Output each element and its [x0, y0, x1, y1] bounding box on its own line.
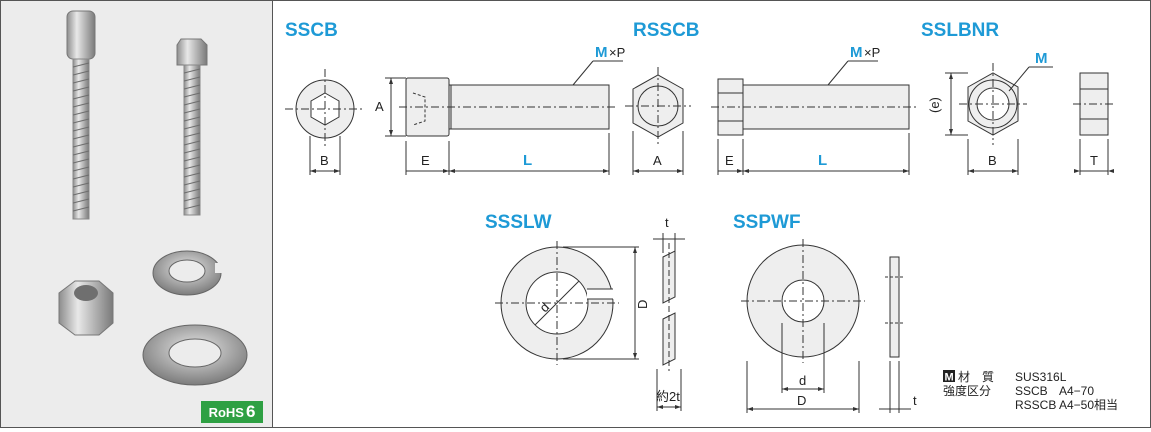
spec-row2-part: RSSCB: [1015, 398, 1056, 412]
dim-a-sscb: A: [375, 99, 384, 114]
dim-a-rsscb: A: [653, 153, 662, 168]
rohs-label: RoHS: [208, 405, 244, 420]
title-sscb: SSCB: [285, 20, 338, 41]
spec-row1-part: SSCB: [1015, 384, 1048, 398]
title-sslbnr: SSLBNR: [921, 20, 999, 41]
spec-strength-label: 強度区分: [943, 383, 991, 398]
sslbnr-end-view: [945, 63, 1053, 175]
dim-xp-sscb: ×P: [609, 45, 625, 60]
hex-bolt-photo: [176, 38, 208, 216]
title-ssslw: SSSLW: [485, 212, 552, 233]
dim-m-rsscb: M: [850, 44, 863, 61]
sscb-side-view: [385, 60, 623, 175]
spec-row2-value: A4−50相当: [1059, 398, 1118, 412]
dim-m-sscb: M: [595, 44, 608, 61]
product-photo: [58, 10, 248, 386]
title-rsscb: RSSCB: [633, 20, 700, 41]
rohs-number: 6: [245, 402, 256, 421]
spec-note: M 材 質 SUS316L 強度区分 SSCB A4−70 RSSCB A4−5…: [943, 369, 1118, 412]
ssslw-side-view: [653, 233, 685, 411]
rsscb-side-view: [711, 60, 918, 175]
dim-e-paren-sslbnr: (e): [927, 97, 942, 113]
technical-drawings: SSCB RSSCB SSLBNR SSSLW SSPWF B A E L M …: [285, 20, 1118, 413]
spec-row1-value: A4−70: [1059, 384, 1094, 398]
spec-material-value: SUS316L: [1015, 370, 1067, 384]
sspwf-front-view: [741, 239, 865, 413]
dim-b-sslbnr: B: [988, 153, 997, 168]
title-sspwf: SSPWF: [733, 212, 801, 233]
dim-t-sslbnr: T: [1090, 153, 1098, 168]
hex-nut-photo: [58, 280, 114, 336]
dim-2t-ssslw: 約2t: [656, 389, 680, 404]
sspwf-side-view: [879, 256, 911, 413]
dim-dd-ssslw: D: [635, 300, 650, 309]
cap-screw-photo: [66, 10, 96, 220]
dim-b-sscb: B: [320, 153, 329, 168]
spring-washer-photo: [152, 250, 223, 296]
dim-e-rsscb: E: [725, 153, 734, 168]
ssslw-front-view: [495, 241, 639, 365]
dim-l-sscb: L: [523, 152, 532, 169]
dim-d-sspwf: d: [799, 373, 806, 388]
sslbnr-side-view: [1073, 72, 1115, 175]
dim-e-sscb: E: [421, 153, 430, 168]
dim-t-ssslw: t: [665, 215, 669, 230]
flat-washer-photo: [142, 324, 248, 386]
spec-m-badge: M: [945, 372, 954, 384]
dim-l-rsscb: L: [818, 152, 827, 169]
dim-m-sslbnr: M: [1035, 50, 1048, 67]
rsscb-end-view: [625, 67, 691, 175]
dim-xp-rsscb: ×P: [864, 45, 880, 60]
sscb-end-view: [285, 69, 365, 175]
dim-t-sspwf: t: [913, 393, 917, 408]
spec-material-label: 材 質: [958, 369, 994, 384]
dim-dd-sspwf: D: [797, 393, 806, 408]
